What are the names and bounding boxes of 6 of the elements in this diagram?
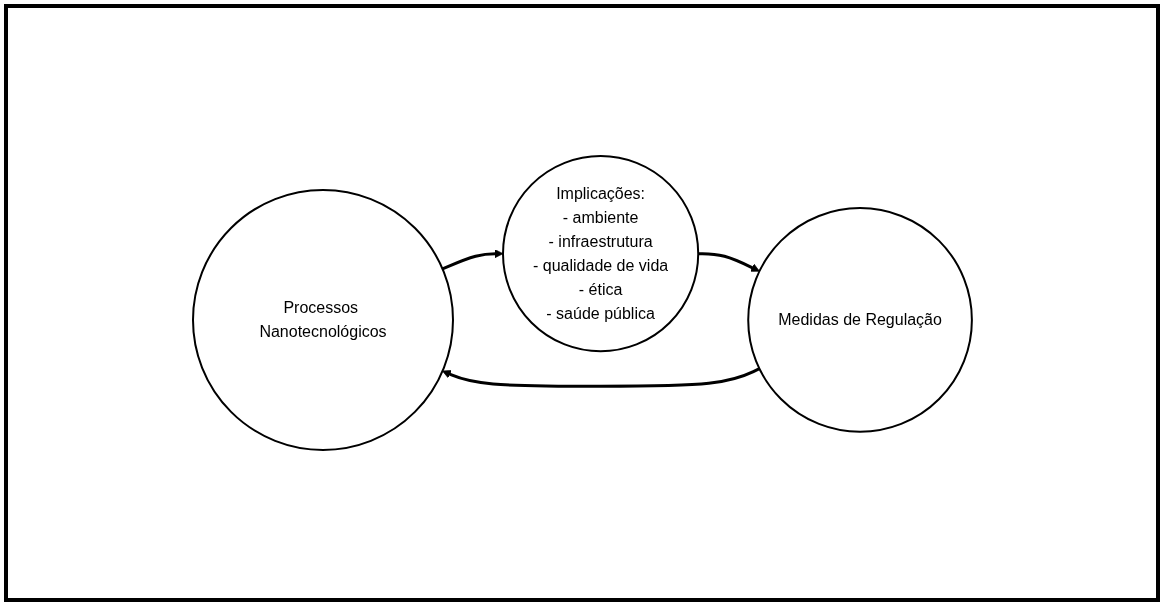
node-circle: Processos Nanotecnológicos	[191, 188, 454, 451]
arrow	[697, 252, 760, 272]
node-circle: Implicações: - ambiente - infraestrutura - qualidade de vida - ética - saúde pública	[501, 155, 699, 353]
arrow	[441, 249, 503, 271]
arrow	[441, 367, 760, 388]
node-circle: Medidas de Regulação	[746, 207, 973, 433]
